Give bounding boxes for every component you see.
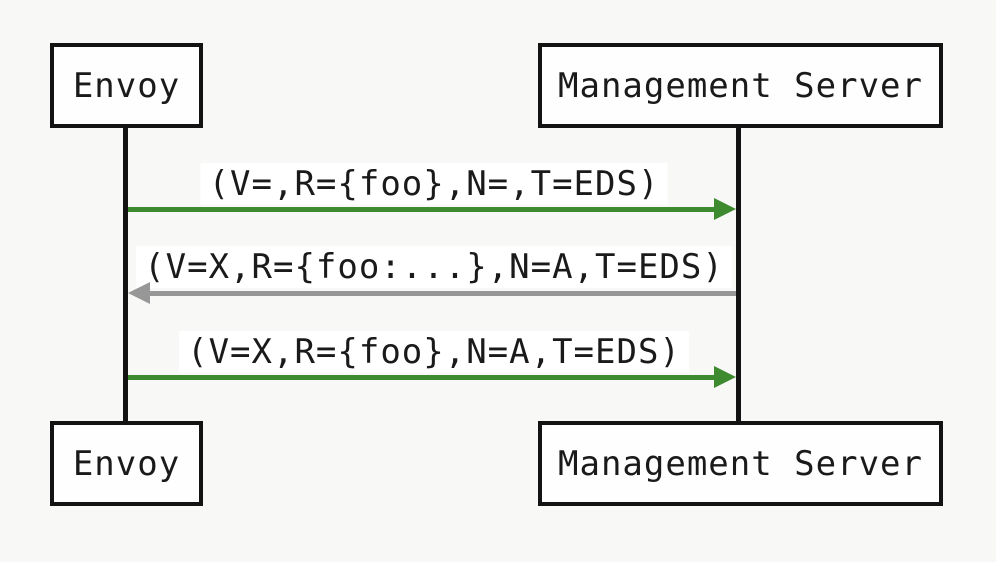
message-3-arrowhead-right-icon <box>714 366 736 388</box>
actor-label-management-server-bottom: Management Server <box>558 443 923 484</box>
message-3-line <box>128 375 714 380</box>
actor-label-management-server-top: Management Server <box>558 65 923 106</box>
message-1-arrowhead-right-icon <box>714 198 736 220</box>
actor-box-envoy-bottom: Envoy <box>50 421 203 506</box>
message-2-label: (V=X,R={foo:...},N=A,T=EDS) <box>136 246 732 288</box>
message-1-line <box>128 207 714 212</box>
lifeline-management-server <box>736 127 741 422</box>
actor-label-envoy-top: Envoy <box>72 65 181 106</box>
actor-box-management-server-top: Management Server <box>538 43 943 128</box>
message-1-label: (V=,R={foo},N=,T=EDS) <box>200 163 668 205</box>
actor-box-envoy-top: Envoy <box>50 43 203 128</box>
lifeline-envoy <box>123 127 128 422</box>
message-2-line <box>149 291 736 296</box>
actor-label-envoy-bottom: Envoy <box>72 443 181 484</box>
message-2-arrowhead-left-icon <box>128 282 150 304</box>
message-3-label: (V=X,R={foo},N=A,T=EDS) <box>179 331 689 373</box>
actor-box-management-server-bottom: Management Server <box>538 421 943 506</box>
